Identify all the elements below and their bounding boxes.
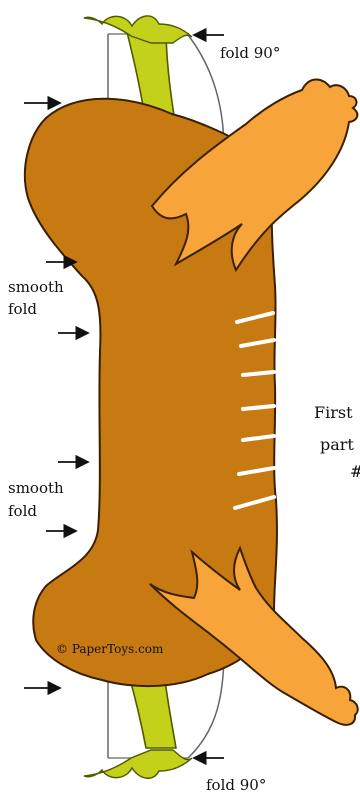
side-text-line3: # — [350, 462, 360, 481]
side-text-line1: First — [314, 403, 353, 422]
smooth-fold-upper-line2: fold — [8, 300, 37, 318]
side-text-line2: part — [320, 435, 354, 454]
copyright-text: © PaperToys.com — [56, 642, 164, 656]
bottom-leg — [84, 672, 192, 778]
smooth-fold-lower-line2: fold — [8, 502, 37, 520]
smooth-fold-lower-line1: smooth — [8, 479, 64, 497]
fold-top-label: fold 90° — [220, 44, 280, 62]
fold-bottom-label: fold 90° — [206, 776, 266, 793]
smooth-fold-upper-line1: smooth — [8, 278, 64, 296]
